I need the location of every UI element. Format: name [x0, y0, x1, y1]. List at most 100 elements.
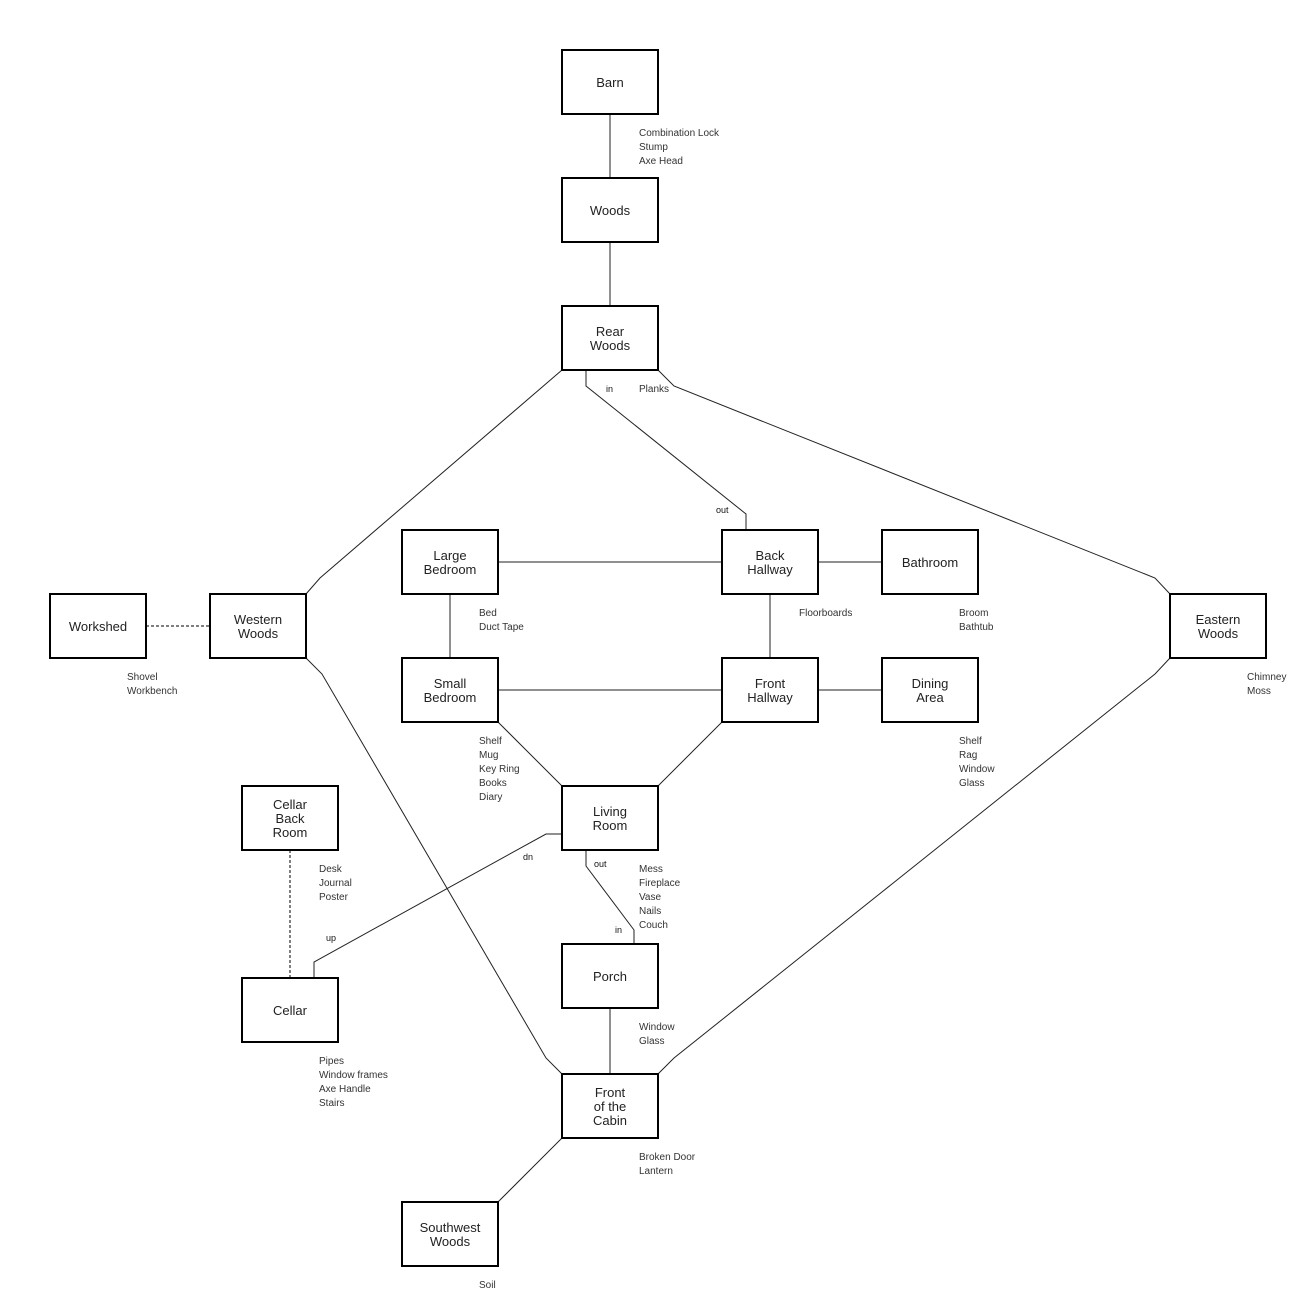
item-label: Glass [959, 778, 985, 789]
room-box[interactable] [561, 785, 659, 851]
connection-living-porch [585, 850, 635, 944]
room-name: Cellar [273, 1003, 308, 1018]
connection-small-living [497, 721, 563, 787]
room-box[interactable] [721, 657, 819, 723]
room-bathroom[interactable]: Bathroom [881, 529, 979, 595]
room-name: Room [593, 818, 628, 833]
connection-label: in [606, 384, 613, 394]
connection-rear-back [585, 370, 747, 530]
room-name: Back [276, 811, 305, 826]
room-barn[interactable]: Barn [561, 49, 659, 115]
connection-living-cellar [313, 833, 562, 978]
room-name: Area [916, 690, 944, 705]
room-box[interactable] [561, 305, 659, 371]
room-name: Rear [596, 324, 625, 339]
room-name: Bedroom [424, 690, 477, 705]
room-name: Hallway [747, 690, 793, 705]
room-box[interactable] [881, 529, 979, 595]
room-box[interactable] [241, 977, 339, 1043]
connection-fronthall-living [657, 721, 723, 787]
item-label: Floorboards [799, 608, 852, 619]
room-name: of the [594, 1099, 627, 1114]
room-name: Large [433, 548, 466, 563]
connection-front-sw [497, 1137, 563, 1203]
item-label: Mug [479, 750, 498, 761]
room-box[interactable] [401, 657, 499, 723]
room-porch[interactable]: Porch [561, 943, 659, 1009]
room-box[interactable] [401, 1201, 499, 1267]
room-name: Woods [238, 626, 279, 641]
connection-western-front [305, 657, 563, 1075]
item-label: Vase [639, 892, 661, 903]
room-name: Porch [593, 969, 627, 984]
room-woods[interactable]: Woods [561, 177, 659, 243]
room-box[interactable] [401, 529, 499, 595]
room-box[interactable] [561, 1073, 659, 1139]
room-box[interactable] [561, 943, 659, 1009]
item-label: Window [639, 1022, 675, 1033]
connection-rear-western [305, 369, 563, 595]
item-label: Planks [639, 384, 669, 395]
connection-label: up [326, 933, 336, 943]
room-name: Bathroom [902, 555, 958, 570]
item-label: Pipes [319, 1056, 344, 1067]
room-name: Workshed [69, 619, 127, 634]
connection-rear-eastern [657, 369, 1171, 595]
room-name: Woods [590, 338, 631, 353]
room-workshed[interactable]: Workshed [49, 593, 147, 659]
item-label: Window [959, 764, 995, 775]
room-name: Southwest [420, 1220, 481, 1235]
room-box[interactable] [241, 785, 339, 851]
room-box[interactable] [49, 593, 147, 659]
room-box[interactable] [1169, 593, 1267, 659]
room-items: Planks [639, 384, 669, 395]
item-label: Moss [1247, 686, 1271, 697]
room-name: Front [755, 676, 786, 691]
room-box[interactable] [721, 529, 819, 595]
item-label: Shelf [959, 736, 982, 747]
item-label: Bathtub [959, 622, 994, 633]
item-label: Bed [479, 608, 497, 619]
room-name: Cellar [273, 797, 308, 812]
item-label: Workbench [127, 686, 177, 697]
item-label: Fireplace [639, 878, 681, 889]
room-name: Living [593, 804, 627, 819]
room-name: Woods [1198, 626, 1239, 641]
room-name: Bedroom [424, 562, 477, 577]
item-label: Combination Lock [639, 128, 720, 139]
item-label: Lantern [639, 1166, 673, 1177]
item-label: Broken Door [639, 1152, 696, 1163]
room-box[interactable] [561, 177, 659, 243]
item-label: Journal [319, 878, 352, 889]
room-cellar[interactable]: Cellar [241, 977, 339, 1043]
item-label: Duct Tape [479, 622, 524, 633]
item-label: Nails [639, 906, 661, 917]
room-box[interactable] [209, 593, 307, 659]
item-label: Stump [639, 142, 668, 153]
room-name: Back [756, 548, 785, 563]
room-name: Hallway [747, 562, 793, 577]
connection-label: dn [523, 852, 533, 862]
room-box[interactable] [881, 657, 979, 723]
room-box[interactable] [561, 49, 659, 115]
